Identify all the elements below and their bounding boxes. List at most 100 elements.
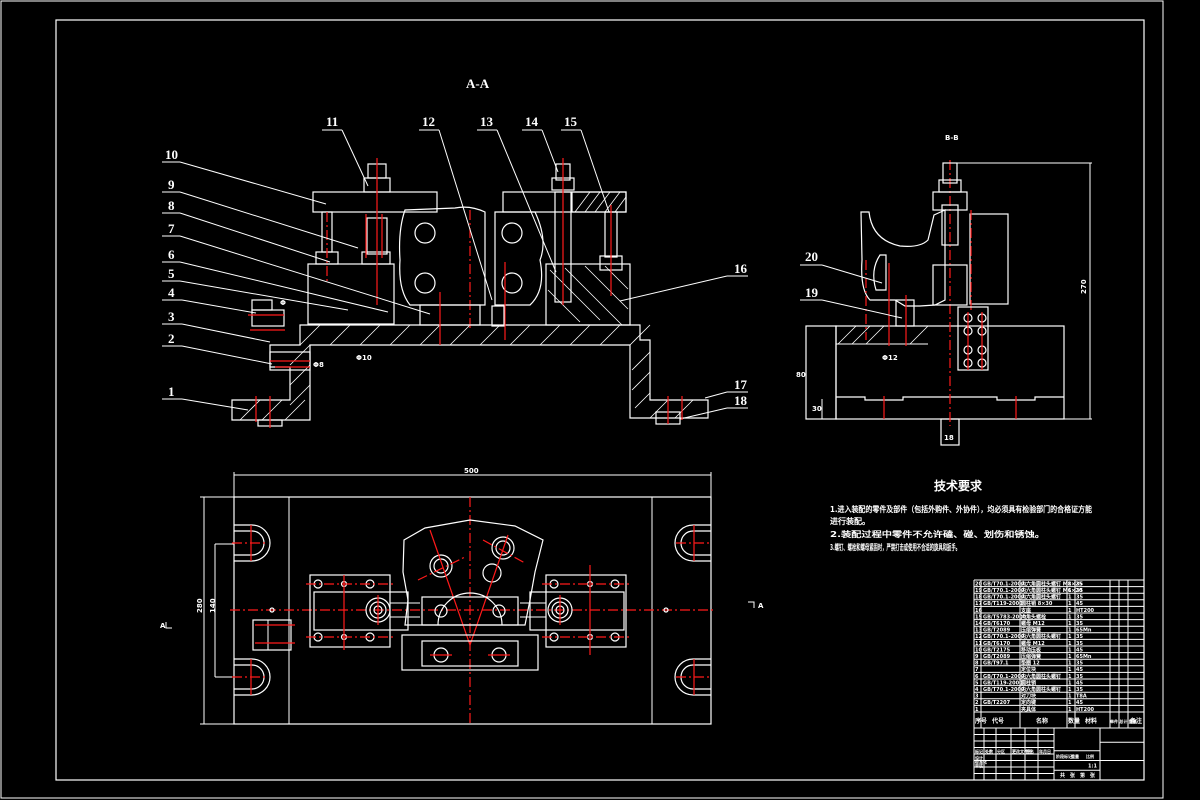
parts-list-cell: 定位块	[1020, 666, 1037, 673]
parts-list-cell: 六角头螺栓	[1021, 613, 1046, 620]
parts-list-cell: 35	[1076, 581, 1083, 587]
title-block-role: 设计	[975, 755, 983, 761]
parts-list-cell: 4	[975, 687, 979, 693]
parts-list-cell: 9	[975, 654, 979, 660]
title-block-role: 审核	[975, 762, 983, 768]
parts-list-cell: 13	[975, 628, 982, 634]
parts-list-cell: 定向键	[1020, 699, 1037, 706]
parts-list-cell: 35	[1076, 674, 1083, 680]
title-block-label: 年月日	[1039, 748, 1051, 754]
parts-list-cell: 14	[975, 621, 982, 627]
parts-list-cell: GB/T2175	[983, 647, 1011, 653]
callout-17: 17	[734, 377, 748, 392]
parts-list-cell: T8A	[1076, 694, 1087, 700]
parts-list-cell: 10	[975, 647, 982, 653]
parts-list-cell: 11	[975, 641, 982, 647]
parts-list-cell: 2	[975, 700, 979, 706]
title-block-sheet: 张	[1070, 772, 1076, 779]
callout-20: 20	[805, 249, 818, 264]
dim-base-height: 80	[796, 371, 806, 379]
parts-list-cell: 1	[1068, 667, 1072, 673]
callout-4: 4	[168, 285, 175, 300]
callout-16: 16	[734, 261, 748, 276]
callouts-right	[619, 275, 748, 420]
parts-list-cell: 1	[1068, 621, 1072, 627]
callout-11: 11	[326, 114, 338, 129]
parts-list-cell: 1	[1068, 661, 1072, 667]
parts-list-cell: 1	[1068, 634, 1072, 640]
parts-list-cell: 35	[1076, 621, 1083, 627]
tech-req-line-4: 3.螺钉、螺栓和螺母紧固时，严禁打击或使用不合适的旋具和扳手。	[830, 542, 960, 552]
callout-19: 19	[805, 285, 819, 300]
parts-list-cell: 8	[975, 661, 979, 667]
fit-label-left: Φ8	[313, 361, 324, 369]
parts-list-cell: 压缩弹簧	[1021, 653, 1042, 660]
callout-3: 3	[168, 309, 175, 324]
parts-list-header: 备注	[1129, 717, 1142, 725]
svg-text:Φ: Φ	[280, 299, 286, 307]
parts-list-header: 序号	[974, 717, 987, 725]
callout-5: 5	[168, 266, 175, 281]
parts-list-cell: 对刀块	[1021, 693, 1037, 700]
parts-list-cell: 圆柱销 8×30	[1021, 600, 1053, 607]
parts-list-cell: 65Mn	[1076, 628, 1092, 634]
parts-list-cell: GB/T2089	[983, 628, 1011, 634]
title-block-stage-label: 重量	[1071, 753, 1079, 759]
hatch-clamp-right	[574, 191, 627, 213]
parts-list-cell: 螺母 M12	[1021, 620, 1045, 627]
title-block-stage-label: 比例	[1086, 753, 1094, 759]
title-block-role: 标准化	[974, 758, 987, 764]
parts-list-cell: 1	[1068, 707, 1072, 713]
callout-13: 13	[480, 114, 494, 129]
outer-border	[0, 0, 1164, 799]
section-marker-right: A	[758, 602, 764, 610]
callout-2: 2	[168, 331, 175, 346]
parts-list-cell: 35	[1076, 641, 1083, 647]
parts-list-cell: 35	[1076, 687, 1083, 693]
parts-list-cell: GB/T6170	[983, 621, 1011, 627]
parts-list-cell: 1	[1068, 680, 1072, 686]
parts-list-cell: GB/T6170	[983, 641, 1011, 647]
parts-list-cell: HT200	[1076, 707, 1095, 713]
dim-plan-width: 500	[464, 467, 479, 475]
hatch-base	[239, 324, 694, 421]
parts-list-cell: 35	[1076, 588, 1083, 594]
parts-list-cell: 1	[1068, 700, 1072, 706]
callouts-top	[322, 129, 610, 301]
parts-list-cell: GB/T2207	[983, 700, 1011, 706]
callout-10: 10	[165, 147, 178, 162]
section-aa-view: A-A Φ Φ8	[162, 76, 748, 428]
parts-list-cell: 螺母 M12	[1021, 640, 1045, 647]
parts-list-cell: GB/T70.1-2000	[983, 634, 1025, 640]
section-aa-title: A-A	[466, 76, 490, 91]
parts-list-cell: GB/T5783-2000	[983, 614, 1027, 620]
plan-view: 500 280 140	[160, 467, 764, 725]
parts-list-cell: 1	[1068, 694, 1072, 700]
parts-list-cell: 7	[975, 667, 979, 673]
callout-12: 12	[422, 114, 435, 129]
parts-list-cell: 1	[1068, 674, 1072, 680]
parts-list-cell: 20	[975, 581, 982, 587]
parts-list-header: 数量	[1068, 717, 1080, 725]
callouts-left	[162, 161, 431, 411]
parts-list-cell: GB/T70.1-2000	[983, 674, 1025, 680]
dim-fit: Φ12	[882, 354, 898, 362]
callout-6: 6	[168, 247, 175, 262]
tech-req-line-1: 1.进入装配的零件及部件（包括外购件、外协件），均必须具有检验部门的合格证方能	[830, 504, 1092, 514]
tech-req-title: 技术要求	[934, 478, 983, 493]
callout-14: 14	[525, 114, 539, 129]
parts-list-cell: 1	[1068, 601, 1072, 607]
parts-list-cell: 内六角圆柱头螺钉	[1021, 673, 1061, 680]
parts-list-cell: 垫圈 12	[1021, 660, 1040, 667]
hatch-support	[547, 265, 629, 326]
